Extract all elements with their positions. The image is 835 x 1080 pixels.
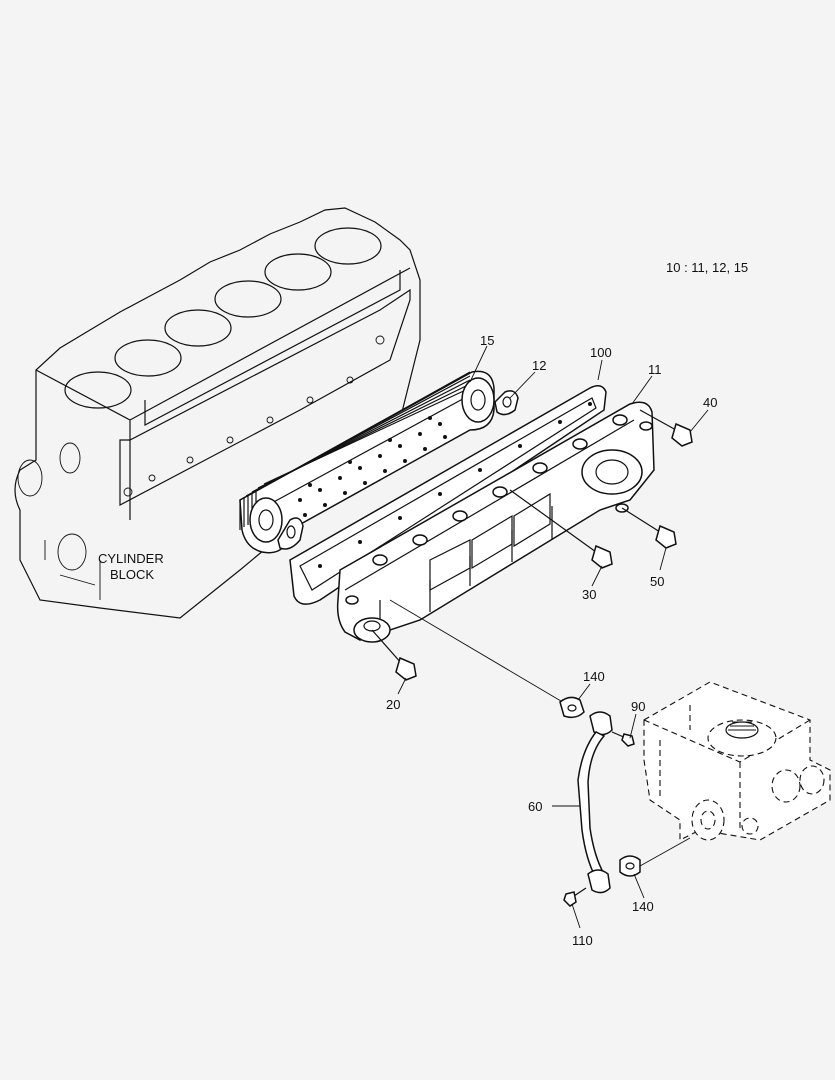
bolt-50 [621, 507, 677, 549]
oil-cooler-element [239, 370, 495, 554]
gasket-set [277, 385, 607, 605]
bolt-40 [639, 409, 693, 447]
cylinder-block [14, 207, 421, 619]
callout-30: 30 [582, 587, 596, 602]
bolt-30 [509, 489, 613, 569]
callout-12: 12 [532, 358, 546, 373]
kit-note: 10 : 11, 12, 15 [666, 260, 748, 275]
callout-20: 20 [386, 697, 400, 712]
callout-140-top: 140 [583, 669, 605, 684]
block-label-line1: CYLINDER [98, 551, 164, 566]
callout-40: 40 [703, 395, 717, 410]
callout-110: 110 [572, 933, 593, 948]
oil-filter-head-phantom [643, 681, 831, 841]
block-label-line2: BLOCK [110, 567, 154, 582]
callout-140-bottom: 140 [632, 899, 654, 914]
callout-60: 60 [528, 799, 542, 814]
callout-50: 50 [650, 574, 664, 589]
callout-15: 15 [480, 333, 494, 348]
bolt-20 [371, 629, 417, 681]
callout-11: 11 [648, 362, 662, 377]
oil-pipe-assembly [389, 599, 691, 907]
callout-90: 90 [631, 699, 645, 714]
leader-lines [397, 345, 709, 929]
callout-100: 100 [590, 345, 612, 360]
